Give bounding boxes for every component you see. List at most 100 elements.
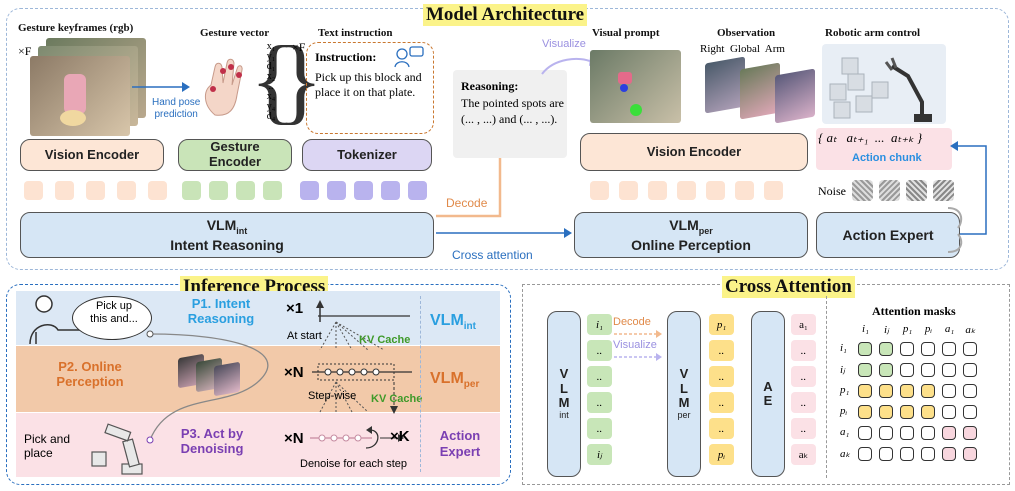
mask-cell [963,447,977,461]
speech-person-icon [394,46,424,68]
mask-cell [942,384,956,398]
i-token-3: .. [587,366,612,387]
visualize-label: Visualize [542,38,586,50]
token-text-5 [408,181,427,200]
mask-cell [921,405,935,419]
token-gesture-2 [209,181,228,200]
p3-label: P3. Act by Denoising [180,426,244,456]
a-token-5: .. [791,418,816,439]
action-feedback-arrow [950,141,987,235]
mask-cell [963,405,977,419]
keyframe-image-1 [30,56,130,136]
vector-brace: { [250,26,297,133]
i-token-6: iⱼ [587,444,612,465]
token-gesture-4 [263,181,282,200]
mask-cell [942,342,956,356]
text-instruction-label: Text instruction [318,27,393,39]
masks-divider [826,296,827,478]
action-expert-box: Action Expert [816,212,960,258]
mask-cell [921,426,935,440]
cross-decode-arrow [614,330,662,338]
mask-cell [879,426,893,440]
mask-cell [963,384,977,398]
a-token-6: aₖ [791,444,816,465]
p1-label: P1. Intent Reasoning [187,296,255,326]
speech-bubble-text: Pick up this and... [90,300,138,325]
i-token-2: .. [587,340,612,361]
mask-cell [900,342,914,356]
observation-label: Observation [717,27,776,39]
mask-cell [879,405,893,419]
xk-label: ×K [390,428,410,445]
attention-masks-title: Attention masks [872,304,956,318]
robotic-arm-image [822,44,946,124]
p-token-3: .. [709,366,734,387]
inference-action-expert: Action Expert [439,428,481,459]
p1-timeline [316,300,410,350]
p-token-4: .. [709,392,734,413]
observation-image-global [740,62,780,120]
robot-arm-icon [80,414,150,476]
mask-cell [879,363,893,377]
token-text-2 [327,181,346,200]
at-start-label: At start [287,330,322,342]
p3-timeline [310,426,404,449]
a-token-2: .. [791,340,816,361]
mask-cell [858,384,872,398]
mask-cell [921,384,935,398]
token-vision-1 [24,181,43,200]
cross-attention-arrow [436,228,572,238]
pick-place-label: Pick and place [24,432,71,460]
decode-label: Decode [446,196,488,210]
observation-image-right [705,56,745,114]
kv-cache-2: KV Cache [371,393,423,405]
hand-icon [193,55,251,121]
token-right-4 [677,181,696,200]
mask-cell [858,447,872,461]
cross-ae: A E [751,311,785,477]
mask-row-label: a₁ [840,426,850,438]
gesture-vector-label: Gesture vector [200,27,270,39]
mask-row-label: iⱼ [840,364,845,376]
reasoning-box [453,70,567,158]
hand-pose-label: Hand pose prediction [152,97,201,120]
mask-cell [963,342,977,356]
mask-col-label: p₁ [902,323,913,335]
mask-col-label: i₁ [862,323,869,335]
token-text-3 [354,181,373,200]
robotic-arm-label: Robotic arm control [825,27,921,39]
mask-cell [900,384,914,398]
a-token-4: .. [791,392,816,413]
i-token-5: .. [587,418,612,439]
mask-cell [858,363,872,377]
step-wise-label: Step-wise [308,390,357,402]
mask-cell [900,447,914,461]
mask-cell [858,342,872,356]
inference-divider [420,296,421,472]
mask-cell [942,363,956,377]
vision-encoder-left: Vision Encoder [20,139,164,171]
mask-col-label: pᵢ [924,323,933,335]
i-token-1: i₁ [587,314,612,335]
mask-cell [942,405,956,419]
p-token-5: .. [709,418,734,439]
mask-row-label: i₁ [840,342,847,354]
token-right-6 [735,181,754,200]
token-vision-3 [86,181,105,200]
inference-vlm-int: VLMint [430,312,476,333]
a-token-1: a₁ [791,314,816,335]
vector-times-f-label: ×F [292,40,306,54]
cross-vlm-per: V L M per [667,311,701,477]
gesture-keyframes-label: Gesture keyframes (rgb) [18,22,134,34]
person-pointing-icon [22,290,92,346]
mask-cell [921,447,935,461]
mask-cell [858,405,872,419]
mask-row-label: pᵢ [840,405,848,417]
title-cross-attention: Cross Attention [722,276,855,298]
p2-timeline [312,363,412,414]
vlm-per-box: VLMper Online Perception [574,212,808,258]
hand-pose-arrow [132,82,190,92]
observation-views: Right Global Arm [700,43,785,55]
action-sequence: { aₜ aₜ₊₁ ... aₜ₊ₖ } [818,130,923,145]
mask-cell [963,426,977,440]
